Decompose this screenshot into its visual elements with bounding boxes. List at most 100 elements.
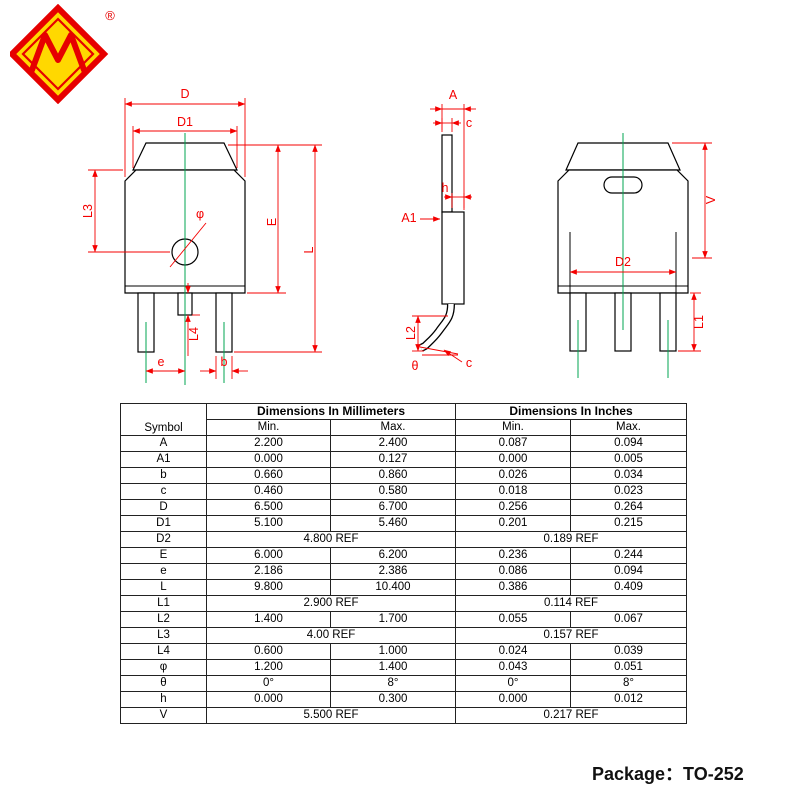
cell-in-max: 0.023 (570, 483, 688, 500)
cell-mm-ref: 2.900 REF (205, 595, 457, 612)
svg-text:h: h (442, 181, 449, 195)
dim-b: b (200, 355, 248, 379)
svg-text:L4: L4 (187, 327, 201, 341)
svg-text:c: c (466, 356, 472, 370)
dim-D2: D2 (569, 255, 677, 275)
cell-in-max: 0.039 (570, 643, 688, 660)
dimension-table: Symbol Dimensions In Millimeters Dimensi… (120, 403, 688, 724)
svg-text:A1: A1 (401, 211, 416, 225)
cell-mm-max: 1.400 (329, 659, 457, 676)
cell-mm-max: 0.580 (329, 483, 457, 500)
cell-in-max: 0.067 (570, 611, 688, 628)
dim-D1: D1 (132, 115, 238, 168)
cell-in-ref: 0.189 REF (455, 531, 688, 548)
cell-mm-ref: 5.500 REF (205, 707, 457, 724)
cell-symbol: A (120, 435, 207, 452)
svg-text:φ: φ (196, 207, 204, 221)
cell-in-max: 0.094 (570, 563, 688, 580)
svg-text:c: c (466, 116, 472, 130)
cell-symbol: E (120, 547, 207, 564)
cell-symbol: L3 (120, 627, 207, 644)
cell-in-ref: 0.157 REF (455, 627, 688, 644)
svg-text:A: A (449, 88, 458, 102)
col-header-in: Dimensions In Inches (455, 403, 688, 420)
cell-mm-min: 0° (206, 675, 331, 692)
cell-mm-ref: 4.800 REF (205, 531, 457, 548)
side-tab-profile (441, 134, 453, 213)
cell-mm-min: 9.800 (206, 579, 331, 596)
dim-D: D (124, 87, 246, 177)
cell-mm-min: 0.600 (206, 643, 331, 660)
svg-text:L2: L2 (404, 326, 418, 340)
dim-A: A (430, 88, 476, 210)
dim-L1: L1 (678, 292, 706, 352)
cell-in-max: 0.409 (570, 579, 688, 596)
dim-L: L (234, 144, 322, 353)
front-view: D D1 L3 E (81, 87, 322, 385)
cell-mm-max: 1.700 (329, 611, 457, 628)
cell-symbol: c (120, 483, 207, 500)
cell-symbol: b (120, 467, 207, 484)
cell-symbol: D1 (120, 515, 207, 532)
logo-inner-diamond (21, 17, 95, 91)
cell-in-min: 0.201 (455, 515, 572, 532)
col-header-mm-max: Max. (329, 419, 457, 436)
cell-in-max: 0.264 (570, 499, 688, 516)
cell-in-max: 0.215 (570, 515, 688, 532)
cell-mm-min: 1.200 (206, 659, 331, 676)
cell-in-min: 0.086 (455, 563, 572, 580)
cell-mm-min: 0.000 (206, 451, 331, 468)
back-view: D2 V L1 (557, 133, 718, 378)
dim-c-bottom: c (443, 349, 472, 370)
cell-symbol: φ (120, 659, 207, 676)
cell-in-max: 8° (570, 675, 688, 692)
svg-text:L1: L1 (692, 315, 706, 329)
cell-symbol: D2 (120, 531, 207, 548)
cell-in-min: 0.236 (455, 547, 572, 564)
cell-in-max: 0.034 (570, 467, 688, 484)
cell-in-ref: 0.114 REF (455, 595, 688, 612)
svg-text:E: E (265, 218, 279, 226)
cell-mm-min: 0.460 (206, 483, 331, 500)
cell-in-min: 0.018 (455, 483, 572, 500)
cell-symbol: L2 (120, 611, 207, 628)
svg-text:L3: L3 (81, 204, 95, 218)
cell-mm-min: 6.500 (206, 499, 331, 516)
dim-V: V (672, 142, 718, 259)
cell-mm-max: 8° (329, 675, 457, 692)
side-view: A c h A1 (401, 88, 476, 373)
cell-mm-min: 2.200 (206, 435, 331, 452)
cell-mm-min: 6.000 (206, 547, 331, 564)
cell-in-min: 0.026 (455, 467, 572, 484)
brand-logo: ® (10, 4, 115, 104)
dim-e: e (145, 355, 186, 374)
col-header-mm: Dimensions In Millimeters (205, 403, 457, 420)
svg-text:θ: θ (412, 359, 419, 373)
table-header-row: Symbol Dimensions In Millimeters Dimensi… (120, 403, 688, 436)
cell-mm-max: 0.127 (329, 451, 457, 468)
cell-in-min: 0.386 (455, 579, 572, 596)
cell-in-max: 0.005 (570, 451, 688, 468)
cell-in-min: 0.024 (455, 643, 572, 660)
cell-in-max: 0.094 (570, 435, 688, 452)
cell-mm-min: 0.660 (206, 467, 331, 484)
logo-m-mark (29, 32, 87, 73)
dim-A1: A1 (401, 211, 441, 225)
cell-symbol: L4 (120, 643, 207, 660)
cell-symbol: h (120, 691, 207, 708)
cell-symbol: A1 (120, 451, 207, 468)
cell-mm-ref: 4.00 REF (205, 627, 457, 644)
col-header-symbol: Symbol (120, 403, 207, 436)
svg-text:D1: D1 (177, 115, 193, 129)
